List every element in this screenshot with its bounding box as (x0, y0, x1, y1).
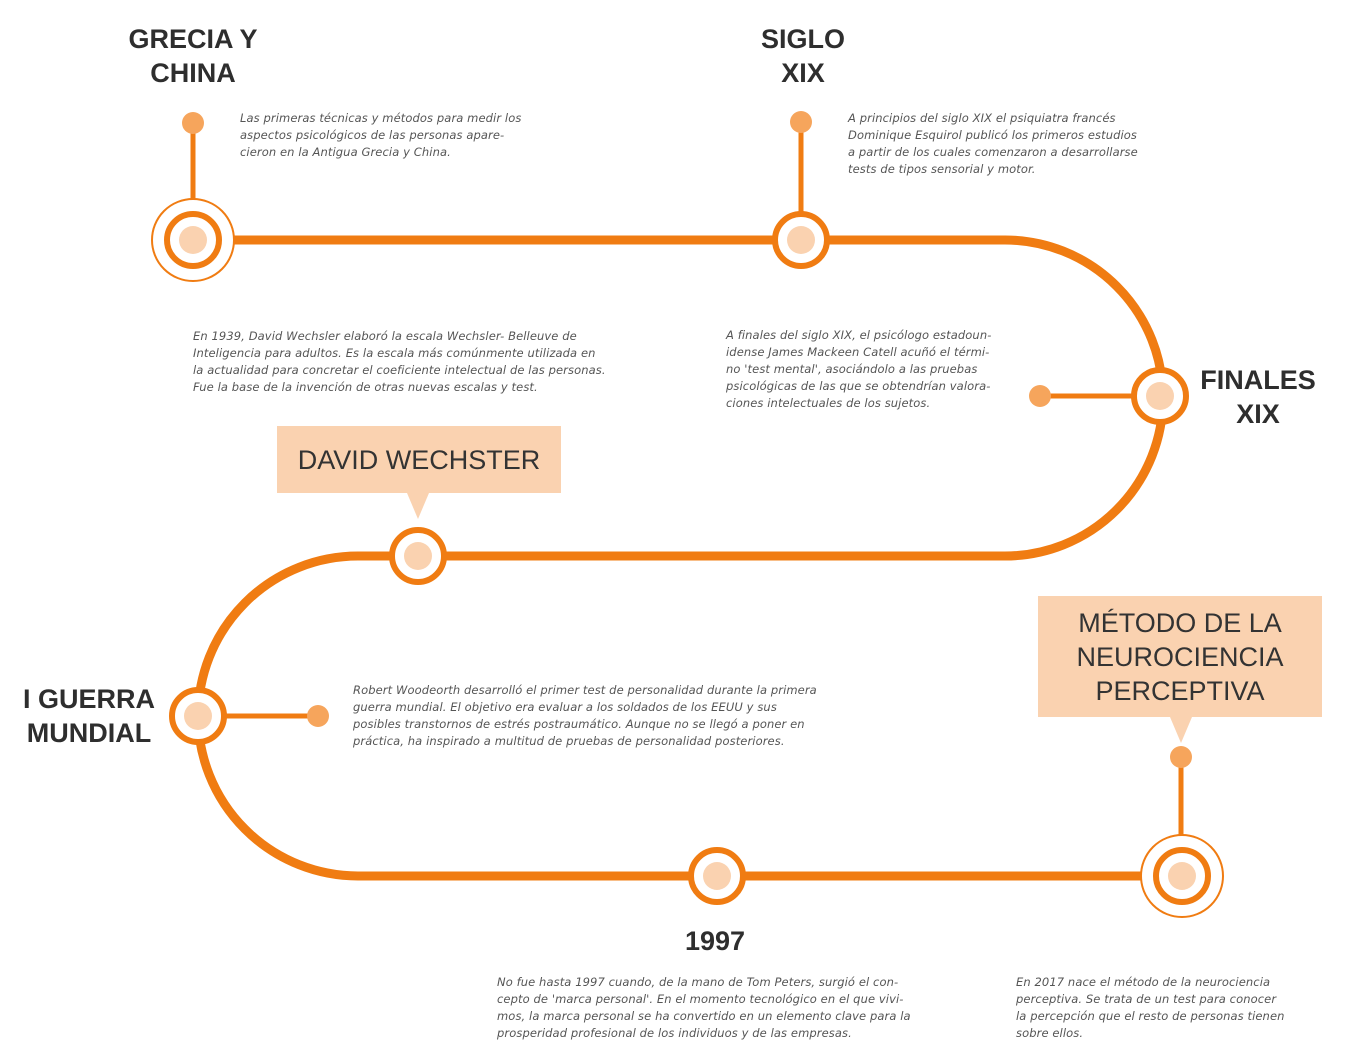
dot-guerra-mundial (307, 705, 329, 727)
desc-finales-xix: A finales del siglo XIX, el psicólogo es… (726, 328, 992, 410)
node-david-wechster (389, 527, 447, 585)
node-siglo-xix (772, 211, 830, 269)
timeline-path (193, 235, 1182, 881)
dot-finales-xix (1029, 385, 1051, 407)
desc-neurociencia: En 2017 nace el método de la neurocienci… (1016, 975, 1285, 1040)
callout-tail-david-wechster (407, 493, 429, 519)
callout-tail-neurociencia (1170, 717, 1192, 743)
node-grecia-china (151, 198, 235, 282)
node-guerra-mundial (169, 687, 227, 745)
heading-guerra-mundial: I GUERRA MUNDIAL (22, 684, 155, 748)
desc-david-wechster: En 1939, David Wechsler elaboró la escal… (193, 329, 606, 394)
dot-siglo-xix (790, 111, 812, 133)
node-1997 (688, 847, 746, 905)
node-finales-xix (1131, 367, 1189, 425)
desc-1997: No fue hasta 1997 cuando, de la mano de … (497, 975, 911, 1040)
heading-siglo-xix: SIGLO XIX (760, 24, 845, 88)
desc-siglo-xix: A principios del siglo XIX el psiquiatra… (848, 111, 1138, 176)
heading-1997: 1997 (684, 926, 746, 956)
dot-grecia-china (182, 112, 204, 134)
node-neurociencia (1140, 834, 1224, 918)
callout-david-wechster: DAVID WECHSTER (277, 426, 561, 493)
dot-neurociencia (1170, 746, 1192, 768)
callout-neurociencia: MÉTODO DE LA NEUROCIENCIA PERCEPTIVA (1038, 596, 1322, 717)
desc-grecia-china: Las primeras técnicas y métodos para med… (240, 111, 522, 159)
desc-guerra-mundial: Robert Woodeorth desarrolló el primer te… (353, 683, 817, 748)
heading-finales-xix: FINALES XIX (1200, 365, 1316, 429)
heading-grecia-china: GRECIA Y CHINA (128, 24, 258, 88)
